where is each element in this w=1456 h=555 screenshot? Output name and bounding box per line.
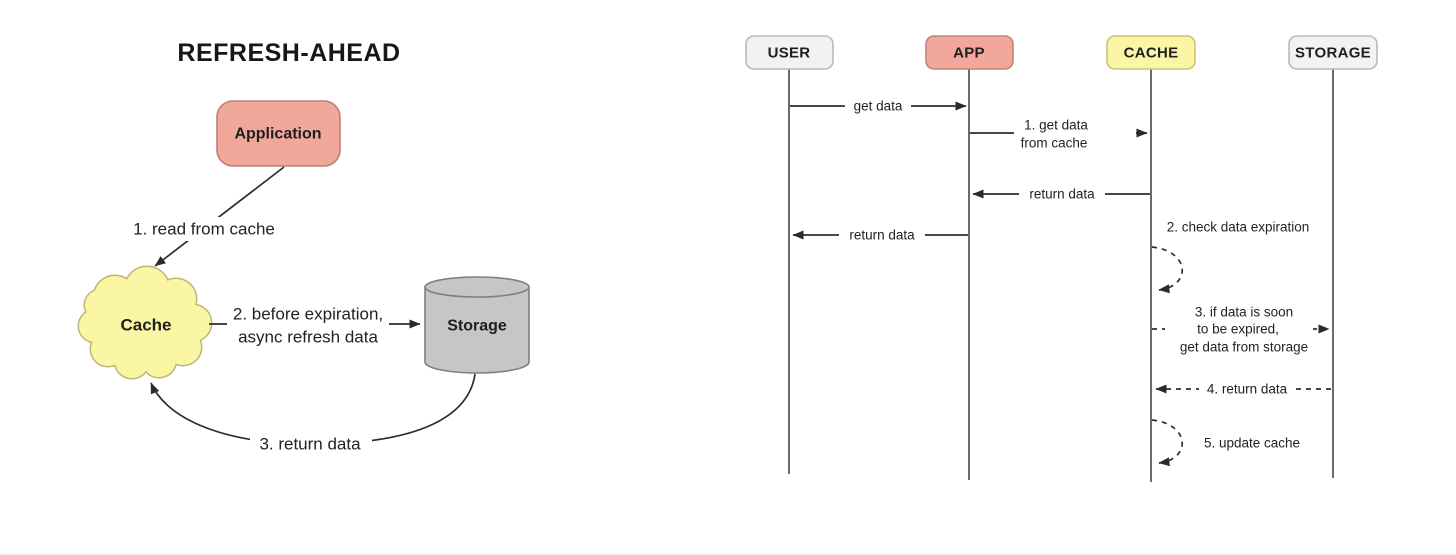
flow-diagram: REFRESH-AHEAD Application 1. read from c… (77, 39, 530, 455)
label-halo (1019, 184, 1105, 204)
msg-get-data-label: get data (854, 99, 903, 114)
storage-label: Storage (447, 318, 507, 335)
actor-storage-label: STORAGE (1295, 45, 1371, 62)
msg-update-cache-label: 5. update cache (1204, 436, 1300, 451)
msg-get-from-storage-line2: to be expired, (1197, 322, 1279, 337)
label-halo (1165, 303, 1313, 356)
label-halo (1014, 116, 1136, 152)
label-halo (1199, 379, 1295, 399)
actor-user: USER (745, 35, 834, 70)
return-data-label: 3. return data (259, 435, 361, 454)
label-halo (250, 433, 372, 455)
msg-return-data-app-user-label: return data (849, 228, 915, 243)
cylinder-top (424, 276, 530, 298)
actor-user-label: USER (768, 45, 811, 62)
diagram-title: REFRESH-AHEAD (177, 39, 400, 67)
refresh-label-line2: async refresh data (238, 328, 378, 347)
actor-app-label: APP (953, 45, 985, 62)
cloud-fill (79, 267, 211, 378)
msg-get-from-cache-line1: 1. get data (1024, 118, 1088, 133)
actor-cache: CACHE (1106, 35, 1196, 70)
sequence-diagram: USER APP CACHE STORAGE get data 1. get d… (745, 35, 1378, 482)
arrow-application-to-cache (154, 166, 285, 267)
msg-get-from-cache-line2: from cache (1021, 136, 1088, 151)
refresh-label-line1: 2. before expiration, (233, 305, 383, 324)
storage-node: Storage (424, 276, 530, 374)
msg-get-from-storage-line1: 3. if data is soon (1195, 305, 1293, 320)
msg-get-from-storage-line3: get data from storage (1180, 340, 1308, 355)
msg-check-expiration-label: 2. check data expiration (1167, 220, 1310, 235)
self-loop-update-cache (1151, 419, 1184, 467)
application-label: Application (234, 126, 321, 143)
msg-return-data-storage-cache-label: 4. return data (1207, 382, 1288, 397)
label-halo (126, 217, 282, 241)
label-halo (845, 96, 911, 116)
msg-return-data-cache-app-label: return data (1029, 187, 1095, 202)
actor-app: APP (925, 35, 1014, 70)
actor-cache-label: CACHE (1124, 45, 1179, 62)
application-node: Application (216, 100, 341, 167)
label-halo (227, 301, 389, 347)
actor-storage: STORAGE (1288, 35, 1378, 70)
cache-label: Cache (120, 316, 171, 335)
read-from-cache-label: 1. read from cache (133, 220, 275, 239)
self-loop-check-expiration (1151, 246, 1184, 294)
cache-cloud-node: Cache (77, 265, 213, 380)
bottom-divider (0, 553, 1456, 555)
label-halo (839, 225, 925, 245)
cylinder-body (424, 287, 530, 374)
